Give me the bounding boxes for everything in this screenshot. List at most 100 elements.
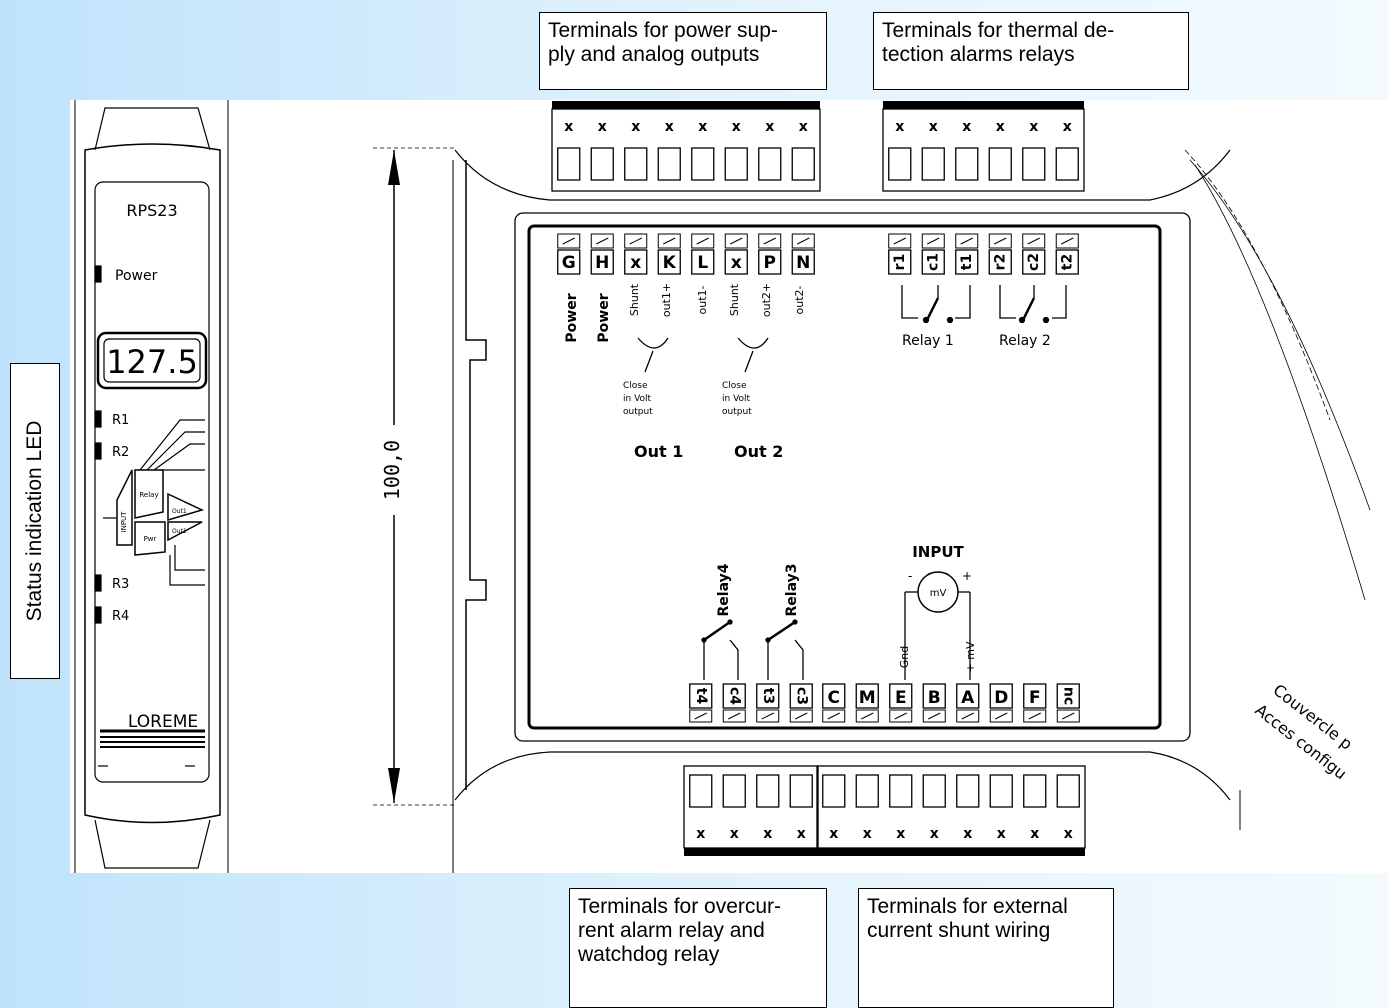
top-left-connector-screw-slot [624,147,648,181]
bottom-left-screw-icon-slot [694,712,707,720]
bottom-right-screw-icon-slot [995,712,1008,720]
input-label: INPUT [912,543,964,561]
bottom-right-connector-screw-mark: x [997,826,1006,842]
bottom-right-screw-icon-slot [1028,712,1041,720]
bottom-right-terminal-label: B [928,688,941,708]
bottom-right-terminal-box [956,683,980,709]
block-out1-label: Out1 [172,508,187,515]
side-housing [452,149,1371,873]
bottom-right-connector-screw-mark: x [829,826,838,842]
top-left-terminal-label: x [731,253,742,273]
bottom-left-terminal-label: c4 [726,687,742,705]
drawing-sheet-right [1244,100,1388,873]
bottom-right-screw-icon-slot [827,712,840,720]
bottom-left-terminal-box [722,683,746,709]
bottom-left-screw-icon-slot [728,712,741,720]
callout-external-shunt: Terminals for external current shunt wir… [858,888,1114,1008]
bottom-left-screw-icon [789,709,813,723]
bottom-right-connector-screw-slot [889,774,913,808]
close-note-2a: Close [722,381,747,391]
out1-group-label: Out 1 [634,442,683,461]
top-right-screw-icon-slot [960,237,973,245]
callout-power-analog: Terminals for power sup- ply and analog … [539,12,827,90]
top-right-connector-screw-slot [1022,147,1046,181]
bottom-left-connector-screw-slot [689,774,713,808]
top-left-connector-screw-mark: x [564,119,573,135]
top-left-connector-screw-mark: x [631,119,640,135]
top-left-terminal-box [691,249,715,275]
bottom-right-screw-icon [889,709,913,723]
bottom-right-connector-screw-slot [1056,774,1080,808]
height-dimension [373,147,455,806]
bottom-right-terminal-label: E [895,688,907,708]
top-left-terminal-label: H [595,253,609,273]
callout-external-shunt-text: Terminals for external current shunt wir… [867,895,1068,942]
bottom-left-connector-screw-slot [722,774,746,808]
top-left-terminal-box [624,249,648,275]
top-left-connector-screw-slot [791,147,815,181]
top-left-connector-screw-mark: x [598,119,607,135]
bottom-right-screw-icon [1056,709,1080,723]
dimension-label: 100,0 [380,440,404,500]
input-minus-label: - [908,569,912,583]
top-left-terminal-box [791,249,815,275]
top-left-screw-icon [557,233,581,249]
top-left-connector-screw-mark: x [665,119,674,135]
relay4-label: Relay4 [716,563,732,616]
top-left-screw-icon-slot [730,237,743,245]
bottom-right-terminal-label: M [859,688,876,708]
top-right-terminal-label: r2 [992,254,1008,271]
top-right-connector-screw-mark: x [1063,119,1072,135]
bottom-right-connector-screw-mark: x [1064,826,1073,842]
top-left-screw-icon [724,233,748,249]
top-left-connector-screw-slot [657,147,681,181]
bottom-right-terminal-box [855,683,879,709]
power-g-label: Power [564,293,580,342]
top-right-screw-icon [1022,233,1046,249]
top-left-connector-screw-slot [724,147,748,181]
bottom-right-terminal-box [1056,683,1080,709]
close-note-2c: output [722,407,752,417]
callout-power-analog-text: Terminals for power sup- ply and analog … [548,19,778,66]
top-right-connector-screw-mark: x [996,119,1005,135]
top-left-terminal-label: P [764,253,776,273]
top-left-connector-screw-mark: x [732,119,741,135]
top-left-connector-top-bar [552,101,820,109]
top-right-terminal-label: c1 [925,253,941,271]
top-right-connector-screw-mark: x [895,119,904,135]
drawing-sheet [70,100,1244,873]
led-r1-label: R1 [112,413,129,428]
bottom-right-terminal-box [989,683,1013,709]
bottom-left-connector-screw-mark: x [797,826,806,842]
bottom-left-connector-screw-mark: x [730,826,739,842]
internal-wiring [637,285,1067,680]
bottom-right-terminal-label: nc [1060,687,1076,705]
bottom-right-connector-screw-slot [989,774,1013,808]
out2-minus-label: out2- [793,285,806,314]
top-right-screw-icon-slot [927,237,940,245]
bottom-left-screw-icon [689,709,713,723]
led-r2-label: R2 [112,445,129,460]
bottom-right-connector-screw-slot [922,774,946,808]
callout-thermal-relays: Terminals for thermal de- tection alarms… [873,12,1189,90]
top-right-terminal-label: t2 [1059,254,1075,270]
bottom-right-terminal-label: A [961,688,975,708]
top-right-screw-icon [988,233,1012,249]
top-left-screw-icon [624,233,648,249]
bottom-left-screw-icon-slot [761,712,774,720]
bottom-right-connector-screw-mark: x [1030,826,1039,842]
top-left-screw-icon [590,233,614,249]
meter-label: mV [930,588,947,599]
bottom-left-terminal-box [789,683,813,709]
relay2-label: Relay 2 [999,333,1051,349]
bottom-right-screw-icon-slot [894,712,907,720]
bottom-right-terminal-label: F [1029,688,1041,708]
top-left-connector-screw-mark: x [765,119,774,135]
block-input-label: INPUT [120,511,128,533]
top-right-connector-screw-slot [921,147,945,181]
top-left-terminal-label: x [630,253,641,273]
top-right-screw-icon [955,233,979,249]
top-right-terminal-box [1055,249,1079,275]
top-right-screw-icon [1055,233,1079,249]
bottom-left-terminal-box [756,683,780,709]
